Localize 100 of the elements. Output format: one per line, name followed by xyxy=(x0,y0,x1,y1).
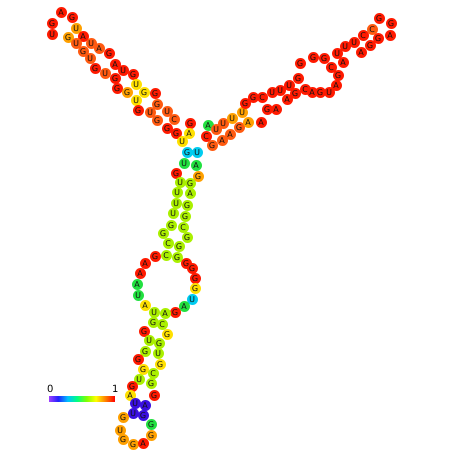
nucleotide-circle: G xyxy=(128,438,138,450)
nucleotide-circle: G xyxy=(118,412,128,422)
nucleotide-circle: A xyxy=(140,400,150,410)
nucleotide-circle: G xyxy=(158,228,168,238)
nucleotide-circle: U xyxy=(134,374,144,384)
nucleotide-circle: U xyxy=(218,118,228,128)
nucleotide-circle: U xyxy=(70,22,82,34)
nucleotide-circle: G xyxy=(184,178,196,188)
nucleotide-circle: U xyxy=(176,136,188,146)
nucleotide-circle: U xyxy=(144,106,156,118)
nucleotide-circle: G xyxy=(318,52,330,64)
nucleotide-circle: C xyxy=(160,250,172,260)
nucleotide-circle: G xyxy=(146,378,156,388)
nucleotide-circle: A xyxy=(110,58,120,70)
nucleotide-circle: G xyxy=(290,88,300,98)
nucleotide-circle: G xyxy=(332,70,344,80)
nucleotide-circle: U xyxy=(340,40,350,52)
nucleotide-circle: C xyxy=(366,24,378,34)
nucleotide-circle: C xyxy=(256,92,268,102)
nucleotide-circle: G xyxy=(150,88,160,98)
nucleotide-circle: U xyxy=(192,146,202,158)
nucleotide-circle: G xyxy=(374,12,384,24)
nucleotide-circle: G xyxy=(292,72,304,84)
nucleotide-circle: G xyxy=(132,354,144,364)
nucleotide-circle: U xyxy=(114,424,126,436)
nucleotide-circle: U xyxy=(100,68,110,78)
nucleotide-circle: G xyxy=(148,316,158,328)
nucleotide-circle: A xyxy=(384,30,396,40)
nucleotide-circle: G xyxy=(162,328,172,340)
nucleotide-circle: U xyxy=(178,158,190,168)
nucleotide-circle: G xyxy=(110,72,120,84)
nucleotide-circle: U xyxy=(162,106,172,116)
nucleotide-circle: A xyxy=(94,42,104,54)
nucleotide-circle: C xyxy=(326,62,336,72)
nucleotide-circle: U xyxy=(170,198,182,208)
nucleotide-circle: G xyxy=(364,40,376,50)
nucleotide-circle: C xyxy=(178,222,188,232)
nucleotide-circle: G xyxy=(128,68,138,80)
nucleotide-circle: A xyxy=(160,308,170,318)
nucleotide-circle: G xyxy=(234,122,244,132)
nucleotide-circle: C xyxy=(162,238,174,248)
nucleotide-circle: G xyxy=(154,338,164,348)
nucleotide-circle: C xyxy=(200,130,212,142)
nucleotide-circle: G xyxy=(118,434,128,444)
nucleotide-circle: G xyxy=(206,140,218,150)
nucleotide-circle: U xyxy=(174,176,186,188)
nucleotide-circle: U xyxy=(46,28,58,40)
nucleotide-circle: G xyxy=(152,98,162,110)
nucleotide-circle: G xyxy=(112,82,122,94)
nucleotide-circle: G xyxy=(138,410,148,420)
nucleotide-circle: G xyxy=(138,326,150,336)
nucleotide-circle: U xyxy=(348,36,360,48)
nucleotide-circle: A xyxy=(216,134,228,146)
nucleotide-circle: G xyxy=(150,250,160,262)
nucleotide-circle: A xyxy=(282,94,292,104)
nucleotide-circle: A xyxy=(270,104,282,114)
nucleotide-circle: U xyxy=(84,52,96,64)
nucleotide-circle: G xyxy=(132,104,144,116)
nucleotide-circle: A xyxy=(338,56,348,68)
nucleotide-circle: G xyxy=(166,220,176,230)
nucleotide-circle: U xyxy=(226,112,238,124)
nucleotide-circle: A xyxy=(184,128,194,138)
nucleotide-circle: G xyxy=(248,92,258,102)
nucleotide-circle: G xyxy=(162,122,172,134)
nucleotide-circle: G xyxy=(90,62,100,74)
nucleotide-circle: G xyxy=(148,390,160,400)
nucleotide-circle: U xyxy=(332,48,342,58)
nucleotide-circle: C xyxy=(148,368,158,378)
nucleotide-circle: A xyxy=(140,258,150,268)
nucleotide-circle: U xyxy=(144,334,154,346)
nucleotide-circle: A xyxy=(178,300,190,312)
nucleotide-circle: G xyxy=(172,252,182,262)
nucleotide-circle: U xyxy=(128,408,138,418)
nucleotide-circle: G xyxy=(170,128,182,138)
nucleotide-circle: G xyxy=(66,12,78,22)
nucleotide-circle: U xyxy=(172,186,182,198)
nucleotide-circle: G xyxy=(372,32,384,44)
nucleotide-circle: A xyxy=(224,128,236,140)
nucleotide-circle: U xyxy=(148,306,160,318)
nucleotide-circle: G xyxy=(182,232,192,242)
nucleotide-circle: U xyxy=(130,78,142,90)
nucleotide-circle: A xyxy=(140,300,150,310)
nucleotide-circle: A xyxy=(134,268,146,278)
scale-tick-label: 0 xyxy=(47,385,54,395)
nucleotide-circle: A xyxy=(242,116,254,128)
nucleotide-circle: A xyxy=(184,188,196,198)
nucleotide-circle: A xyxy=(330,80,342,90)
nucleotide-circle: G xyxy=(170,168,182,178)
nucleotide-circle: G xyxy=(182,146,192,158)
nucleotide-circle: U xyxy=(118,64,128,76)
nucleotide-circle: A xyxy=(138,438,148,448)
nucleotide-circle: G xyxy=(154,358,166,370)
nucleotide-circle: U xyxy=(186,294,198,304)
nucleotide-circle: G xyxy=(184,118,196,128)
nucleotide-circle: G xyxy=(146,418,156,430)
nucleotide-circle: A xyxy=(256,116,266,128)
scale-tick-label: 1 xyxy=(112,385,118,395)
nucleotide-circle: G xyxy=(140,346,150,356)
nucleotide-circle: U xyxy=(274,84,286,96)
nucleotide-circle: G xyxy=(138,364,148,374)
